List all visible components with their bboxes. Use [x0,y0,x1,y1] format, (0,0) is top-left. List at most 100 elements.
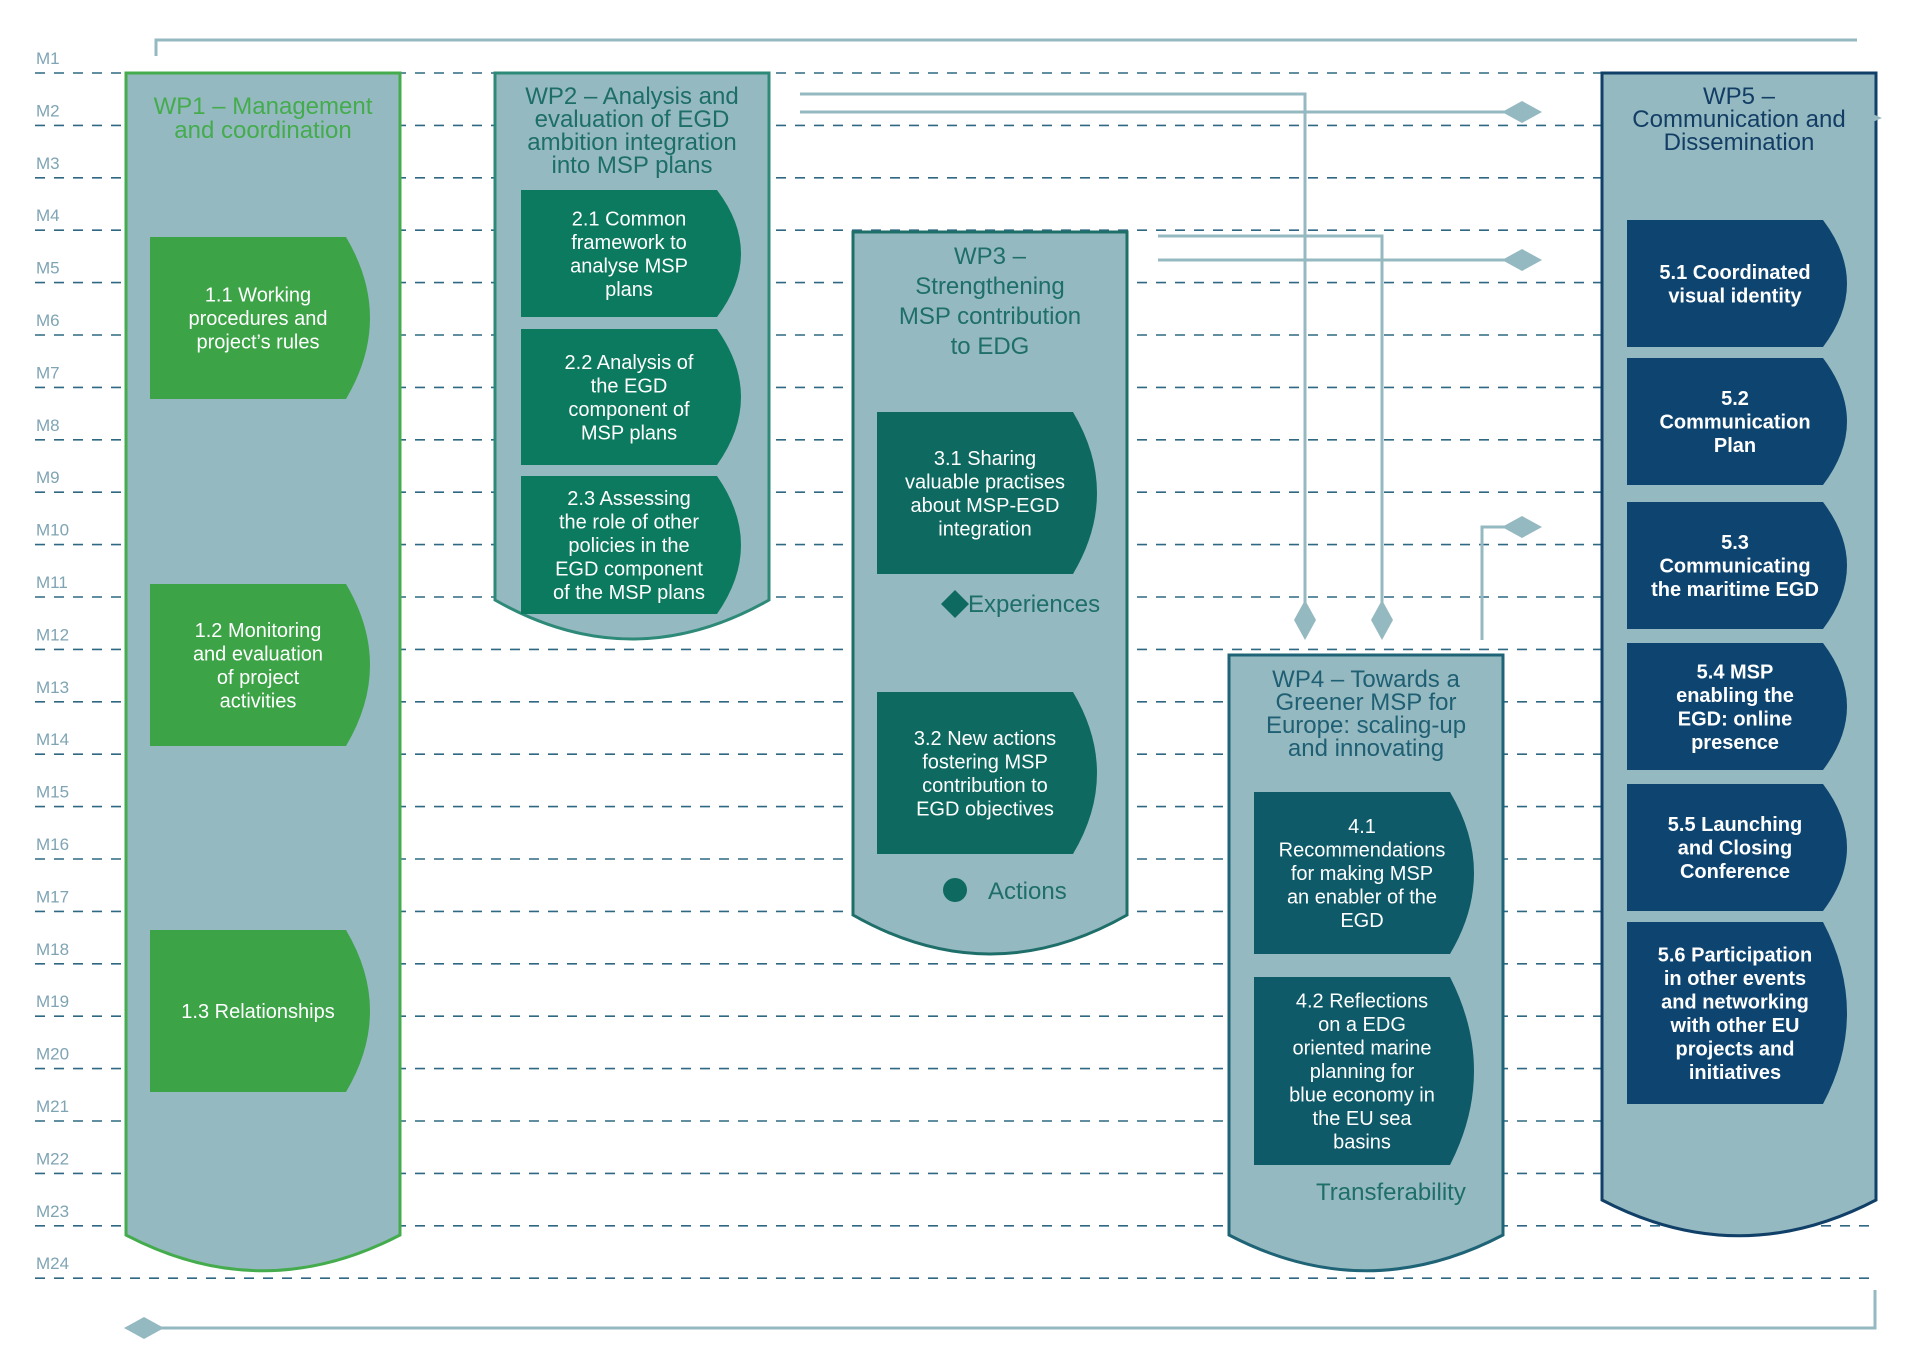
task-label-line: the role of other [559,512,699,534]
diamond-icon [941,590,969,618]
task-label-line: activities [220,690,297,712]
task-box [1627,220,1847,347]
task-label-line: an enabler of the [1287,887,1437,909]
task-label-line: and networking [1661,991,1809,1013]
month-label: M19 [36,992,69,1011]
month-label: M13 [36,678,69,697]
task-label-line: 5.2 [1721,388,1749,410]
month-label: M11 [36,573,68,592]
month-label: M23 [36,1202,69,1221]
month-label: M24 [36,1254,69,1273]
month-label: M12 [36,625,69,644]
task-box [1627,358,1847,485]
task-label-line: EGD [1340,910,1383,932]
month-label: M1 [36,49,60,68]
task-label-line: 3.2 New actions [914,728,1056,750]
wp4-to-wp5-line [1480,525,1510,640]
wp4-title-line: Greener MSP for [1276,689,1457,716]
task-label-line: planning for [1310,1061,1415,1083]
task-box [150,237,370,399]
month-label: M17 [36,887,69,906]
task-label-line: 4.1 [1348,816,1376,838]
arrow-diamond-icon [1294,600,1316,640]
wp3-title-line: WP3 – [954,243,1027,270]
task-label-line: 2.1 Common [572,208,687,230]
task-label-line: plans [605,279,653,301]
task-label-line: policies in the [568,535,689,557]
task-label-line: EGD objectives [916,798,1054,820]
wp3-title-line: to EDG [951,333,1030,360]
month-label: M6 [36,311,60,330]
task-label-line: for making MSP [1291,863,1433,885]
wp5-title-line: Dissemination [1664,129,1815,156]
wp1-title-line: WP1 – Management [154,93,373,120]
wp2-title-line: WP2 – Analysis and [525,83,738,110]
task-label-line: and Closing [1678,838,1792,860]
task-label-line: framework to [571,232,687,254]
wp5-title-line: Communication and [1632,106,1845,133]
arrow-diamond-icon [1502,101,1542,123]
month-label: M20 [36,1045,69,1064]
month-label: M5 [36,259,60,278]
task-label-line: projects and [1676,1038,1795,1060]
month-label: M8 [36,416,60,435]
wp2-title-line: evaluation of EGD [535,106,730,133]
wp2-title-line: into MSP plans [552,152,713,179]
task-label-line: 5.5 Launching [1668,814,1802,836]
task-label-line: basins [1333,1132,1391,1154]
task-label-line: integration [938,518,1031,540]
task-label-line: project’s rules [196,332,319,354]
arrow-diamond-icon [1371,600,1393,640]
wp1-task-3: 1.3 Relationships [150,930,370,1092]
task-label-line: analyse MSP [570,255,688,277]
task-label-line: initiatives [1689,1062,1781,1084]
task-box [1627,784,1847,911]
task-label-line: visual identity [1668,285,1802,307]
task-label-line: EGD component [555,559,703,581]
legend-actions: Actions [988,878,1067,905]
task-label-line: Recommendations [1279,840,1446,862]
task-label-line: 1.1 Working [205,285,311,307]
month-label: M14 [36,730,69,749]
task-label-line: enabling the [1676,685,1794,707]
task-box [877,412,1097,574]
task-label-line: about MSP-EGD [911,495,1060,517]
arrow-diamond-icon [124,1317,164,1339]
task-label-line: 5.4 MSP [1697,661,1774,683]
wp3-title-line: MSP contribution [899,303,1081,330]
task-label-line: 2.2 Analysis of [565,352,694,374]
top-feedback-line [154,38,1857,56]
task-label-line: contribution to [922,775,1048,797]
task-label-line: Conference [1680,861,1790,883]
wp4-title-line: WP4 – Towards a [1272,666,1460,693]
task-label-line: in other events [1664,968,1806,990]
wp1-title-line: and coordination [174,117,351,144]
task-label-line: 4.2 Reflections [1296,991,1428,1013]
task-box [1627,922,1847,1104]
arrow-diamond-icon [1502,516,1542,538]
wp5-title-line: WP5 – [1703,83,1776,110]
task-box [1254,977,1474,1165]
task-label-line: oriented marine [1293,1038,1432,1060]
task-label-line: EGD: online [1678,708,1792,730]
connector-markers [124,101,1882,1339]
task-label-line: Plan [1714,435,1756,457]
task-label-line: 5.1 Coordinated [1659,262,1810,284]
task-label-line: MSP plans [581,422,677,444]
arrow-head-icon [1868,112,1882,124]
task-box [521,190,741,317]
task-label-line: 2.3 Assessing [567,488,690,510]
task-label-line: fostering MSP [922,751,1048,773]
task-label-line: with other EU [1670,1015,1800,1037]
month-label: M3 [36,154,60,173]
task-label-line: on a EDG [1318,1014,1406,1036]
task-label-line: valuable practises [905,471,1065,493]
